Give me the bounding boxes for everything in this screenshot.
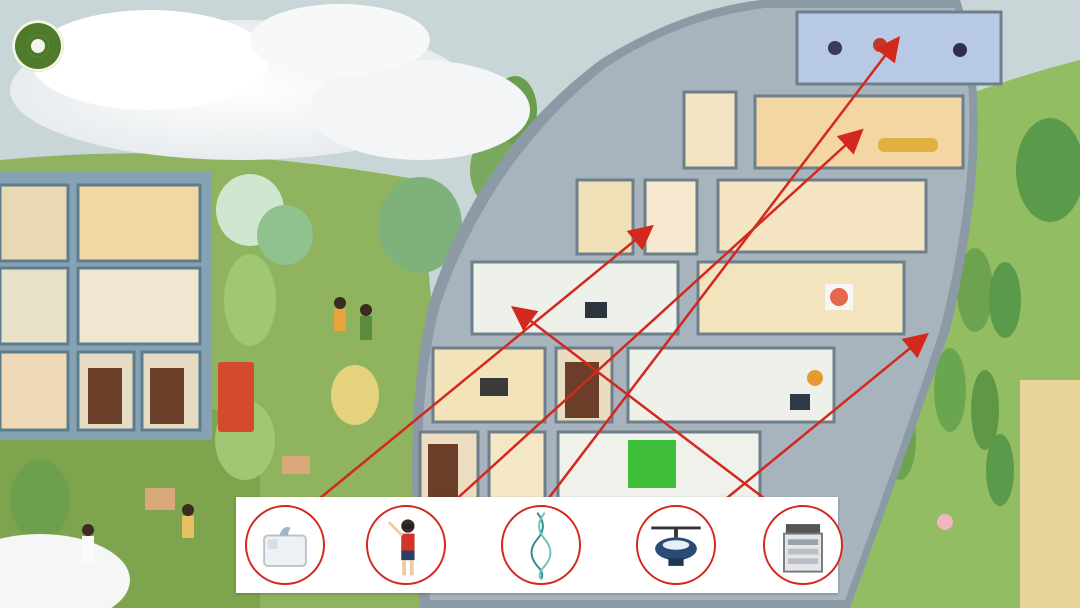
- hint-arrows: [307, 36, 929, 521]
- room-grid: [418, 10, 1003, 504]
- tissue-box-icon: [263, 526, 307, 567]
- tray-slot-vr-girl[interactable]: [366, 505, 446, 585]
- tray-slot-dna-sculpture[interactable]: [501, 505, 581, 585]
- item-tray: [236, 497, 843, 593]
- printer-icon: [783, 524, 823, 573]
- cloud-bottom: [0, 534, 130, 608]
- trees-right: [884, 118, 1080, 608]
- tray-slot-tissue-box[interactable]: [245, 505, 325, 585]
- drone-icon: [651, 526, 701, 566]
- vr-girl-icon: [387, 519, 415, 576]
- room-details: [428, 38, 967, 500]
- tray-slot-drone[interactable]: [636, 505, 716, 585]
- dorm-building: [0, 172, 254, 440]
- menu-button[interactable]: [12, 20, 64, 72]
- dna-helix-icon: [530, 512, 552, 580]
- people: [82, 297, 953, 562]
- tray-slot-copy-machine[interactable]: [763, 505, 843, 585]
- cloud-top: [10, 4, 530, 160]
